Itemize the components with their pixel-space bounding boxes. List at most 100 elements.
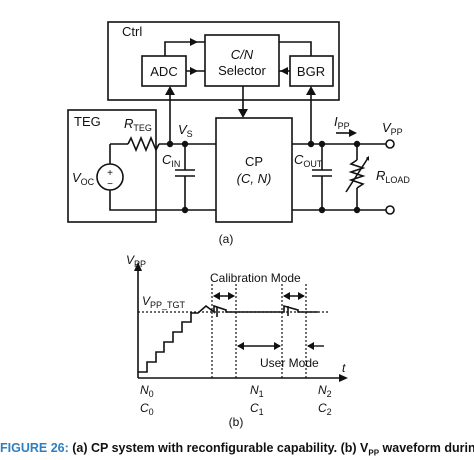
vpp-sub: PP: [391, 127, 403, 137]
cp-label: CP: [245, 154, 263, 169]
rload-main: R: [376, 168, 385, 183]
selector-label: Selector: [218, 63, 266, 78]
x-axis-arrowhead: [339, 374, 348, 382]
arrow-bgr-selector: [280, 67, 288, 75]
voc-minus-sign: −: [107, 179, 113, 190]
bgr-label: BGR: [297, 64, 325, 79]
rload-variable-tip: [366, 156, 369, 161]
ipp-label: IPP: [334, 114, 350, 131]
cin-sub: IN: [171, 159, 180, 169]
target-sub: PP_TGT: [150, 300, 186, 310]
output-terminals: [385, 139, 395, 215]
cout-sub: OUT: [303, 159, 323, 169]
calibration-arrow-right: [298, 292, 305, 300]
arrow-feedback-left: [190, 38, 198, 46]
arrow-into-bgr: [306, 86, 316, 95]
n2-main: N: [318, 383, 327, 397]
circuit-diagram: [67, 21, 386, 223]
arrow-into-cp: [238, 109, 248, 118]
node-dot: [166, 140, 174, 148]
gnd-terminal: [385, 205, 395, 215]
waveform-diagram: [137, 268, 342, 379]
c1-label: C1: [250, 401, 264, 417]
cin-main: C: [162, 152, 172, 167]
teg-bottom-wire: [109, 200, 216, 211]
circuit-markers: [165, 38, 369, 214]
ctrl-box: [107, 21, 340, 101]
teg-box: [67, 109, 157, 223]
n2-sub: 2: [327, 389, 332, 399]
arrow-adc-selector: [190, 67, 198, 75]
c2-main: C: [318, 401, 327, 415]
y-axis-label: VPP: [126, 253, 146, 269]
cout-label: COUT: [294, 152, 323, 169]
rteg-resistor: [127, 135, 160, 153]
calibration-arrow-left: [213, 292, 220, 300]
user-mode-label: User Mode: [260, 356, 319, 370]
arrow-into-adc: [165, 86, 175, 95]
node-dot: [181, 206, 189, 214]
calibration-arrow-left: [283, 292, 290, 300]
voc-label: VOC: [72, 170, 95, 187]
adc-feedback-wire: [164, 41, 205, 56]
cout-main: C: [294, 152, 304, 167]
y-axis-arrowhead: [134, 262, 142, 271]
n1-label: N1: [250, 383, 264, 399]
panel-b-label: (b): [229, 415, 244, 429]
target-label: VPP_TGT: [142, 294, 186, 310]
n0-sub: 0: [149, 389, 154, 399]
c0-sub: 0: [149, 407, 154, 417]
cp-param-label: (C, N): [237, 171, 272, 186]
rload-sub: LOAD: [385, 175, 410, 185]
n0-main: N: [140, 383, 149, 397]
rteg-label: RTEG: [124, 116, 152, 133]
cp-system-figure: + − Ctrl ADC C/N Selector BGR TEG RTEG V…: [67, 21, 410, 429]
user-arrow-right: [274, 342, 281, 350]
c0-main: C: [140, 401, 149, 415]
vpp-terminal: [385, 139, 395, 149]
user-arrow-left: [237, 342, 244, 350]
n2-label: N2: [318, 383, 332, 399]
voc-plus-sign: +: [107, 168, 113, 179]
teg-label: TEG: [74, 114, 101, 129]
selector-block: [204, 34, 280, 87]
user-arrow-left: [307, 342, 314, 350]
target-main: V: [142, 294, 151, 308]
n1-sub: 1: [259, 389, 264, 399]
node-dot: [353, 206, 361, 214]
c2-label: C2: [318, 401, 332, 417]
waveform-guides: [138, 284, 330, 378]
cin-label: CIN: [162, 152, 180, 169]
vs-main: V: [178, 122, 188, 137]
rload-variable-slash: [345, 157, 369, 193]
figure-number: FIGURE 26:: [0, 441, 69, 455]
calibration-arrow-right: [228, 292, 235, 300]
yaxis-main: V: [126, 253, 135, 267]
node-dot: [318, 206, 326, 214]
vs-sub: S: [187, 129, 193, 139]
selector-title: C/N: [231, 47, 254, 62]
rload-label: RLOAD: [376, 168, 410, 185]
bgr-feedback-wire: [279, 41, 312, 56]
ipp-main: I: [334, 114, 338, 129]
c2-sub: 2: [327, 407, 332, 417]
caption-text-b: waveform during ramping-: [382, 441, 474, 455]
ctrl-label: Ctrl: [122, 24, 142, 39]
calibration-mode-label: Calibration Mode: [210, 271, 301, 285]
vpp-main: V: [382, 120, 392, 135]
vpp-label: VPP: [382, 120, 403, 137]
rteg-main: R: [124, 116, 133, 131]
ipp-sub: PP: [338, 121, 350, 131]
panel-a-label: (a): [219, 232, 234, 246]
vs-label: VS: [178, 122, 193, 139]
mode-arrows: [214, 295, 324, 347]
vpp-waveform: [138, 304, 318, 373]
adc-label: ADC: [150, 64, 177, 79]
node-dot: [318, 140, 326, 148]
yaxis-sub: PP: [134, 259, 146, 269]
caption-subscript: PP: [368, 448, 380, 458]
t-axis-label: t: [342, 361, 346, 375]
n1-main: N: [250, 383, 259, 397]
node-dot: [307, 140, 315, 148]
node-dot: [353, 140, 361, 148]
